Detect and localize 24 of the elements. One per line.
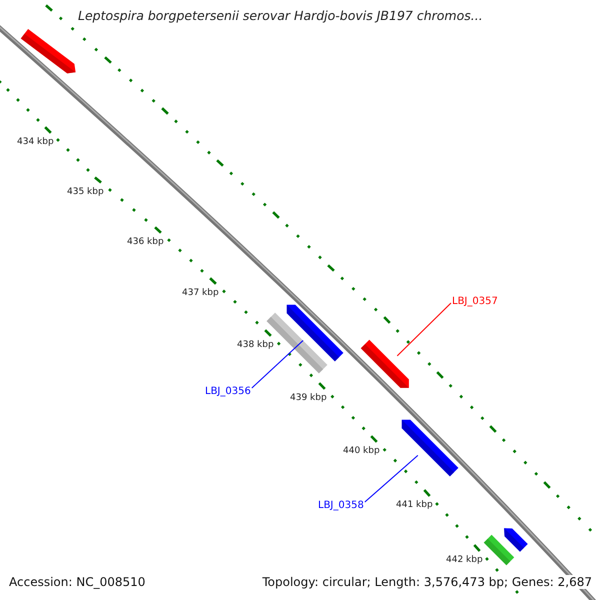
- gene-bar: [360, 340, 409, 388]
- gene-label: LBJ_0358: [318, 500, 364, 511]
- chart-title: Leptospira borgpetersenii serovar Hardjo-bovis JB197 chromos...: [78, 8, 483, 23]
- accession-label: Accession: NC_008510: [9, 575, 146, 589]
- gene-bar: [504, 528, 528, 552]
- leader-line: [251, 340, 304, 388]
- position-label: 438 kbp: [237, 340, 274, 350]
- position-label: 435 kbp: [67, 187, 104, 197]
- position-label: 434 kbp: [17, 137, 54, 147]
- gene-label: LBJ_0357: [452, 296, 498, 307]
- summary-label: Topology: circular; Length: 3,576,473 bp; Genes: 2,687: [260, 575, 592, 589]
- position-label: 439 kbp: [290, 393, 327, 403]
- gene-bar: [402, 420, 458, 476]
- leader-line: [396, 302, 452, 356]
- leader-line: [364, 454, 418, 502]
- position-label: 442 kbp: [446, 555, 483, 565]
- position-label: 437 kbp: [182, 288, 219, 298]
- position-label: 440 kbp: [343, 446, 380, 456]
- gene-bar: [484, 534, 514, 566]
- gene-bar: [286, 304, 344, 362]
- position-label: 441 kbp: [396, 500, 433, 510]
- position-label: 436 kbp: [127, 237, 164, 247]
- gene-label: LBJ_0356: [205, 386, 251, 397]
- gene-bar: [20, 29, 76, 74]
